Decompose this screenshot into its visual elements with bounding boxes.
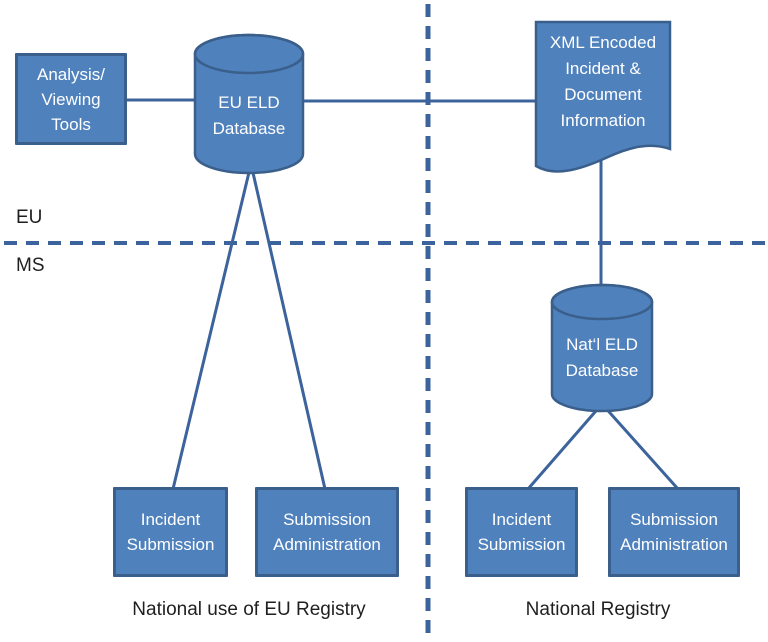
node-eu-incident-submission: Incident Submission [113, 487, 228, 577]
connector-natl-database-to-submission-administration [600, 403, 680, 490]
natl-eld-database-cylinder [550, 283, 654, 413]
node-label: Incident Submission [126, 510, 215, 554]
connector-eu-database-to-submission-administration [249, 163, 327, 490]
caption-national-registry: National Registry [525, 599, 671, 620]
eu-eld-database-cylinder [193, 33, 305, 175]
region-label-eu: EU [16, 207, 43, 228]
cylinder-body [193, 33, 305, 175]
caption-national-use-of-eu-registry: National use of EU Registry [132, 599, 366, 620]
node-label: Submission Administration [273, 510, 381, 554]
xml-document-shape [534, 20, 672, 173]
connector-natl-database-to-incident-submission [526, 403, 604, 490]
connector-eu-database-to-incident-submission [171, 163, 253, 490]
node-label: Incident Submission [477, 510, 566, 554]
cylinder-top-rim [550, 283, 654, 321]
node-ms-submission-administration: Submission Administration [608, 487, 740, 577]
region-label-ms: MS [16, 255, 45, 276]
node-ms-incident-submission: Incident Submission [465, 487, 578, 577]
node-label: Submission Administration [620, 510, 728, 554]
node-label: Analysis/ Viewing Tools [36, 64, 106, 134]
node-analysis-viewing-tools: Analysis/ Viewing Tools [15, 53, 127, 145]
cylinder-body [550, 283, 654, 413]
node-eu-submission-administration: Submission Administration [255, 487, 399, 577]
cylinder-top-rim [193, 33, 305, 75]
